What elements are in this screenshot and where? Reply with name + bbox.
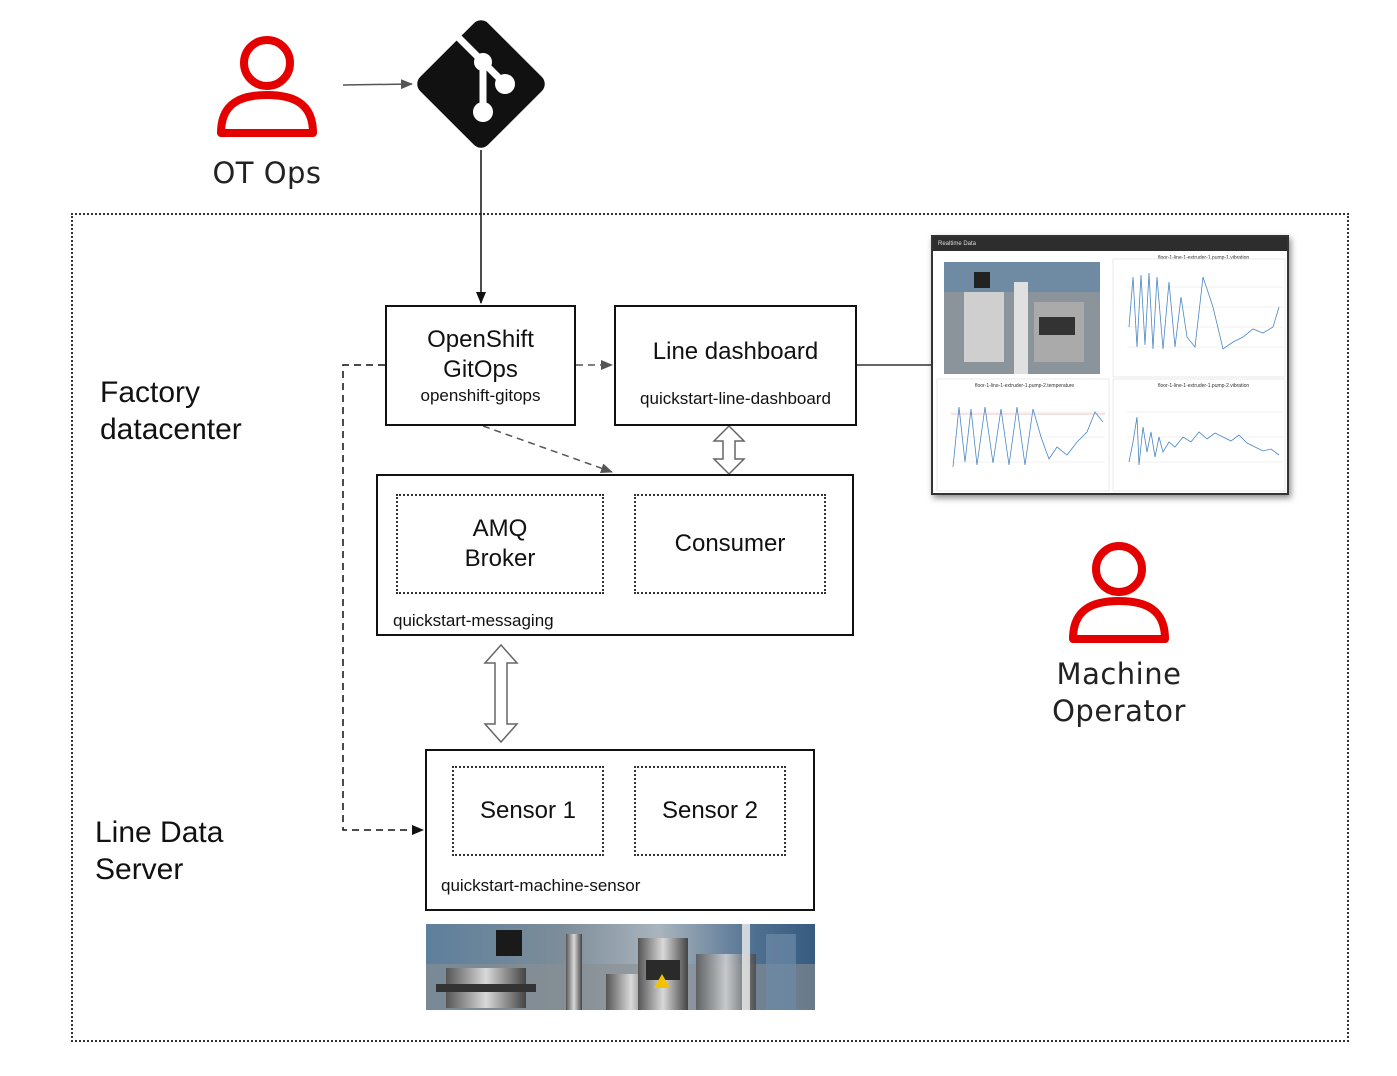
dashboard-charts xyxy=(936,258,1286,492)
messaging-box: AMQ Broker Consumer quickstart-messaging xyxy=(376,474,854,636)
line-dashboard-title: Line dashboard xyxy=(652,338,819,365)
person-icon xyxy=(1069,542,1169,643)
line-data-server-label: Line Data Server xyxy=(95,816,224,886)
sensor-namespace: quickstart-machine-sensor xyxy=(441,876,641,895)
factory-boundary xyxy=(71,213,1349,1042)
dashboard-screenshot-header: Realtime Data xyxy=(933,237,1287,251)
broker-title-2: Broker xyxy=(464,545,536,572)
gitops-box: OpenShift GitOps openshift-gitops xyxy=(385,305,576,426)
consumer-box: Consumer xyxy=(634,494,826,594)
double-arrow-messaging-sensors xyxy=(483,643,519,744)
dashboard-machine-thumbnail xyxy=(944,262,1100,374)
panel-title-vibration-2: floor-1-line-1-extruder-1.pump-2.vibrati… xyxy=(1158,383,1250,389)
double-arrow-dashboard-consumer xyxy=(712,424,746,476)
ot-ops-label: OT Ops xyxy=(212,156,322,190)
machine-photo xyxy=(426,924,815,1010)
gitops-title-1: OpenShift xyxy=(427,325,534,353)
line-dashboard-namespace: quickstart-line-dashboard xyxy=(640,389,831,408)
amq-broker-box: AMQ Broker xyxy=(396,494,604,594)
arrow-ops-to-git xyxy=(342,79,413,90)
broker-title-1: AMQ xyxy=(472,515,528,542)
gitops-title-2: GitOps xyxy=(443,355,518,383)
consumer-title: Consumer xyxy=(674,530,786,557)
dashboard-screenshot: Realtime Data floor-1-line-1-extruder-1.… xyxy=(931,235,1289,495)
sensor-1-title: Sensor 1 xyxy=(479,797,577,824)
sensor-2-title: Sensor 2 xyxy=(661,797,759,824)
gitops-namespace: openshift-gitops xyxy=(420,385,541,405)
factory-datacenter-label: Factory datacenter xyxy=(100,376,242,446)
messaging-namespace: quickstart-messaging xyxy=(393,611,554,630)
person-icon xyxy=(217,36,317,137)
sensor-1-box: Sensor 1 xyxy=(452,766,604,856)
git-icon xyxy=(417,20,545,148)
line-dashboard-box: Line dashboard quickstart-line-dashboard xyxy=(614,305,857,426)
arrow-gitops-to-messaging xyxy=(482,425,613,474)
arrow-gitops-to-sensors xyxy=(342,364,424,835)
panel-title-vibration-1: floor-1-line-1-extruder-1.pump-1.vibrati… xyxy=(1158,255,1250,261)
sensor-2-box: Sensor 2 xyxy=(634,766,786,856)
panel-title-temperature: floor-1-line-1-extruder-1.pump-2.tempera… xyxy=(975,383,1075,389)
machine-sensor-box: Sensor 1 Sensor 2 quickstart-machine-sen… xyxy=(425,749,815,911)
machine-operator-label: Machine Operator xyxy=(1052,657,1186,728)
